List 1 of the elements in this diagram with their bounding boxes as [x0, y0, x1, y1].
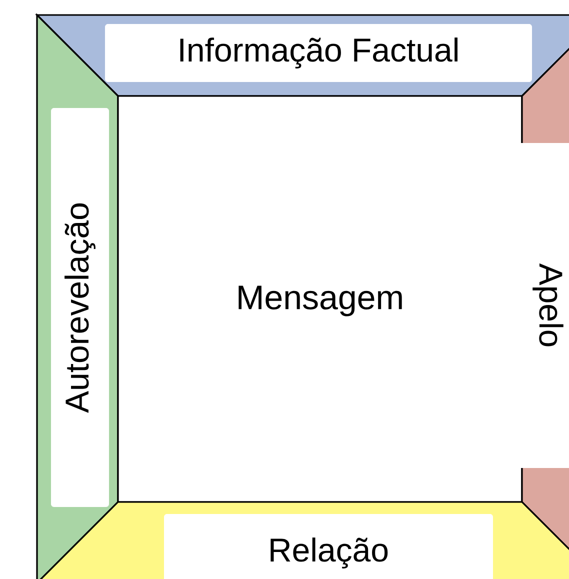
center-square: Mensagem: [117, 95, 523, 503]
